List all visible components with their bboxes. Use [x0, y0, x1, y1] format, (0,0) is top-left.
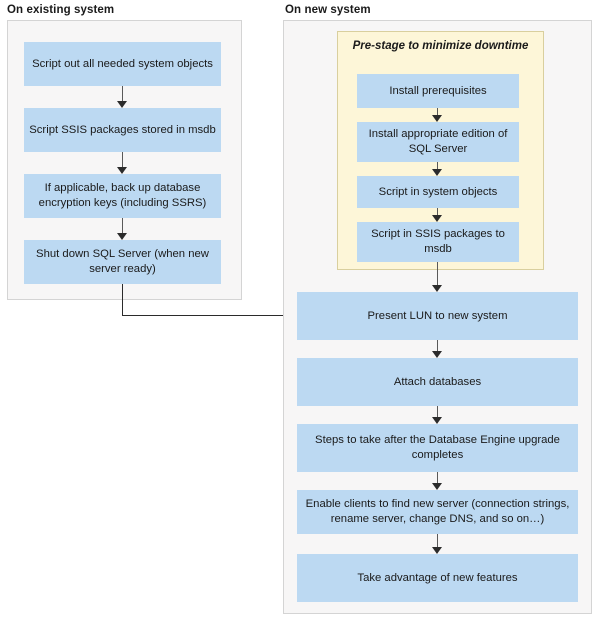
step-take-advantage-new-features[interactable]: Take advantage of new features	[297, 554, 578, 602]
step-install-prerequisites[interactable]: Install prerequisites	[357, 74, 519, 108]
arrow-script-ssis-to-backup-keys	[117, 152, 128, 174]
step-backup-encryption-keys[interactable]: If applicable, back up database encrypti…	[24, 174, 221, 218]
step-script-ssis-packages[interactable]: Script SSIS packages stored in msdb	[24, 108, 221, 152]
existing-system-heading: On existing system	[7, 4, 115, 16]
new-system-heading: On new system	[285, 4, 371, 16]
step-post-upgrade-steps[interactable]: Steps to take after the Database Engine …	[297, 424, 578, 472]
arrow-script-objects-to-script-ssis	[117, 86, 128, 108]
arrow-prestage-to-present-lun	[432, 262, 443, 292]
step-present-lun[interactable]: Present LUN to new system	[297, 292, 578, 340]
arrow-post-steps-to-enable-clients	[432, 472, 443, 490]
step-script-out-system-objects[interactable]: Script out all needed system objects	[24, 42, 221, 86]
arrow-backup-keys-to-shutdown	[117, 218, 128, 240]
arrow-attach-db-to-post-steps	[432, 406, 443, 424]
arrow-present-lun-to-attach-db	[432, 340, 443, 358]
step-script-in-system-objects[interactable]: Script in system objects	[357, 176, 519, 208]
prestage-title: Pre-stage to minimize downtime	[352, 40, 529, 52]
step-script-in-ssis-packages[interactable]: Script in SSIS packages to msdb	[357, 222, 519, 262]
step-enable-clients[interactable]: Enable clients to find new server (conne…	[297, 490, 578, 534]
arrow-prereq-to-edition	[432, 108, 443, 122]
arrow-system-objects-to-ssis	[432, 208, 443, 222]
step-install-sql-server-edition[interactable]: Install appropriate edition of SQL Serve…	[357, 122, 519, 162]
arrow-edition-to-system-objects	[432, 162, 443, 176]
connector-shutdown-to-present-lun	[110, 284, 300, 324]
step-attach-databases[interactable]: Attach databases	[297, 358, 578, 406]
step-shut-down-sql-server[interactable]: Shut down SQL Server (when new server re…	[24, 240, 221, 284]
arrow-enable-clients-to-new-features	[432, 534, 443, 554]
